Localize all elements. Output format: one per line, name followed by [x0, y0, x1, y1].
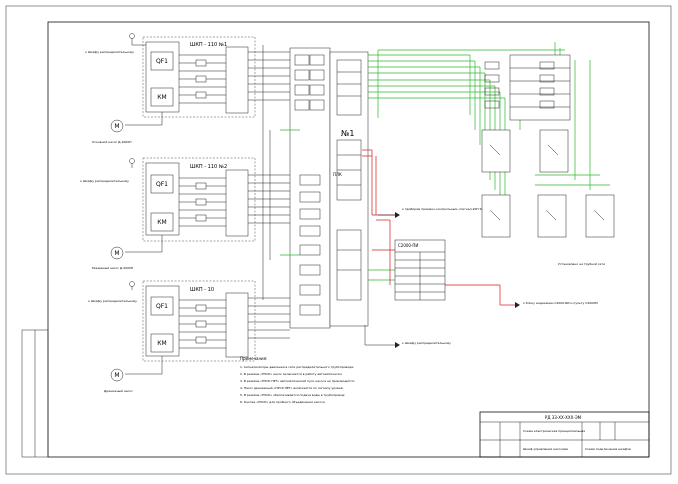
drawing-border — [47, 21, 650, 458]
svg-text:М: М — [114, 372, 119, 379]
red-wiring — [362, 149, 515, 306]
breaker-label: QF1 — [156, 303, 168, 310]
device-caption: Установлено на трубной сети — [558, 262, 605, 266]
panel-2: QF1 КМ ШКП - 110 №2 М Резервный насос Д-… — [80, 157, 256, 270]
breaker-label: QF1 — [156, 181, 168, 188]
link-to-bi: к блоку индикации С2000-БИ и пульту С200… — [515, 301, 598, 308]
relay-module: С2000-ПИ — [394, 239, 446, 301]
motor-symbol — [110, 119, 124, 133]
panel-label: ШКП - 10 — [190, 287, 214, 293]
panel-label: ШКП - 110 №1 — [190, 42, 227, 48]
controller-label: №1 — [341, 129, 354, 138]
contactor-label: КМ — [157, 94, 166, 101]
doc-title: Схема электрическая принципиальная — [523, 429, 585, 433]
note-line: 2. В режиме «ПУСК» насос включается в ра… — [240, 372, 342, 376]
link-text: к блоку индикации С2000-БИ и пульту С200… — [523, 301, 598, 305]
contactor-km-2 — [150, 212, 174, 232]
notes-block: Примечания: 1. Сигнализаторы давления в … — [240, 356, 355, 404]
title-block: РД 33-ХХ-ХХХ-ЭМ Схема электрическая прин… — [479, 411, 650, 458]
note-line: 5. В режиме «ПУСК» обеспечивается подача… — [240, 393, 345, 397]
motor-symbol — [110, 246, 124, 260]
note-line: 3. В режиме «ПУСК НЕТ» автоматический пу… — [240, 379, 355, 383]
doc-org: Шкаф управления насосами — [523, 447, 568, 451]
pressure-switches — [481, 129, 615, 238]
contactor-label: КМ — [157, 340, 166, 347]
note-line: 6. Кнопка «ПУСК» для пробного объединени… — [240, 400, 326, 404]
link-text: к Шкафу распределительному — [402, 341, 451, 345]
link-to-ppk: к приборам приемно-контрольным «Сигнал-2… — [378, 207, 488, 218]
doc-subtitle: Схема подключения шкафов — [585, 447, 631, 451]
bus-lines — [248, 45, 290, 339]
contactor-label: КМ — [157, 219, 166, 226]
feed-label: к Шкафу распределительному — [88, 299, 137, 303]
panel-3: QF1 КМ ШКП - 10 М Дренажный насос к Шкаф… — [88, 280, 256, 393]
breaker-label: QF1 — [156, 58, 168, 65]
breaker-qf1-2 — [150, 174, 174, 194]
panel-1: QF1 КМ ШКП - 110 №1 М Основной насос Д-2… — [85, 33, 256, 144]
note-line: 4. Насос дренажный «ПУСК НЕТ» включается… — [240, 386, 344, 390]
svg-text:М: М — [114, 123, 119, 130]
motor-symbol — [110, 368, 124, 382]
contactor-km-1 — [150, 87, 174, 107]
controller-sublabel: ПЛК — [333, 172, 342, 177]
consumer-label: Резервный насос Д-2000П — [92, 266, 133, 270]
notes-title: Примечания: — [240, 356, 267, 361]
green-wiring — [280, 42, 610, 281]
doc-code: РД 33-ХХ-ХХХ-ЭМ — [545, 415, 582, 420]
link-to-cabinet: к Шкафу распределительному — [364, 325, 451, 348]
breaker-qf1-1 — [150, 51, 174, 71]
note-line: 1. Сигнализаторы давления в сети распред… — [240, 365, 354, 369]
consumer-label: Дренажный насос — [104, 389, 133, 393]
contactor-km-3 — [150, 333, 174, 353]
link-text: к приборам приемно-контрольным «Сигнал-2… — [402, 207, 488, 211]
feed-label: к Шкафу распределительному — [85, 50, 134, 54]
consumer-label: Основной насос Д-2000П — [92, 140, 131, 144]
controller-block: №1 ПЛК — [289, 47, 369, 329]
panel-label: ШКП - 110 №2 — [190, 164, 227, 170]
breaker-qf1-3 — [150, 296, 174, 316]
terminal-block-right — [484, 54, 571, 121]
svg-text:М: М — [114, 250, 119, 257]
relay-module-label: С2000-ПИ — [398, 243, 418, 248]
feed-label: к Шкафу распределительному — [80, 179, 129, 183]
sheet-frame — [5, 5, 672, 475]
